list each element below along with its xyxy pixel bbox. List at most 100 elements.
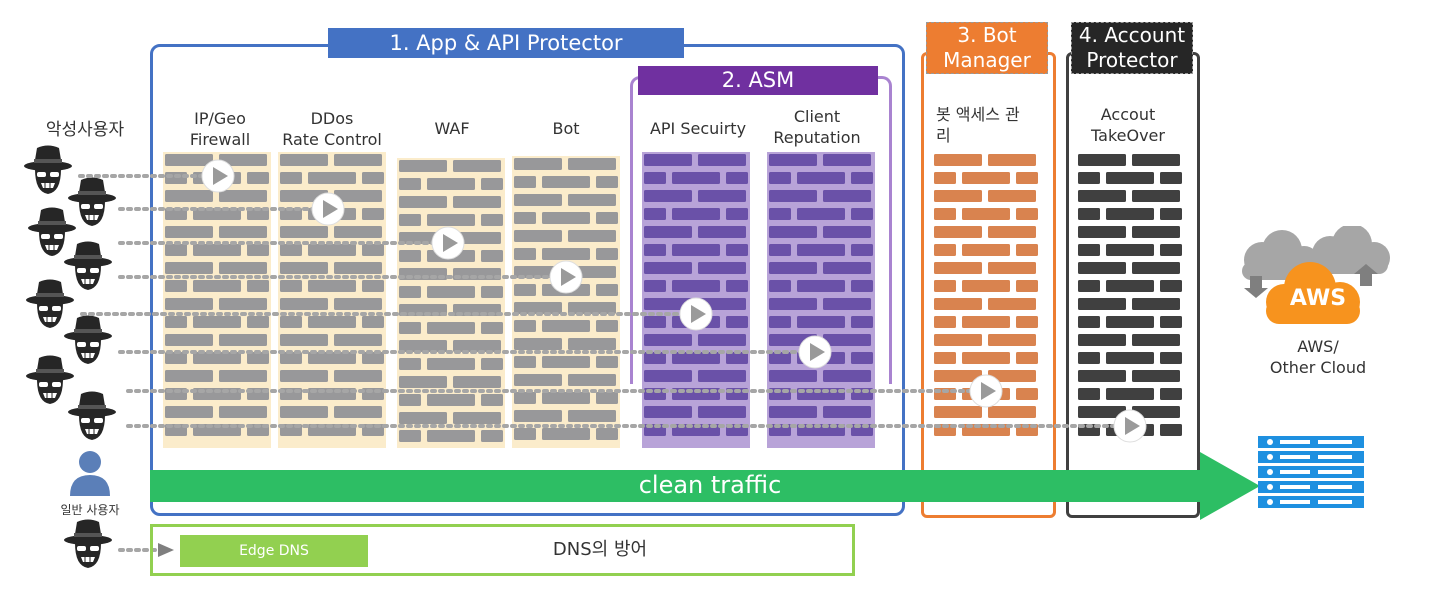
brick bbox=[399, 430, 421, 442]
brick bbox=[769, 226, 817, 238]
brick bbox=[769, 352, 791, 364]
brick bbox=[726, 316, 748, 328]
brick bbox=[247, 316, 269, 328]
brick bbox=[514, 338, 562, 350]
brick bbox=[1016, 280, 1038, 292]
brick bbox=[962, 280, 1010, 292]
brick bbox=[823, 262, 871, 274]
brick bbox=[934, 352, 956, 364]
brick bbox=[334, 298, 382, 310]
brick bbox=[823, 190, 871, 202]
brick bbox=[1106, 388, 1154, 400]
aws-caption: AWS/ Other Cloud bbox=[1269, 337, 1367, 377]
brick bbox=[934, 316, 956, 328]
brick bbox=[797, 280, 845, 292]
brick bbox=[399, 196, 447, 208]
brick bbox=[797, 244, 845, 256]
brick bbox=[596, 428, 618, 440]
brick bbox=[193, 208, 241, 220]
brick bbox=[308, 316, 356, 328]
hacker-icon bbox=[63, 315, 113, 365]
brick bbox=[934, 154, 982, 166]
brick bbox=[334, 406, 382, 418]
brick bbox=[644, 190, 692, 202]
play-icon bbox=[549, 260, 583, 294]
brick bbox=[644, 298, 692, 310]
hacker-icon bbox=[63, 241, 113, 291]
ddos-rate-control-label: DDos Rate Control bbox=[282, 109, 382, 149]
brick bbox=[334, 262, 382, 274]
brick bbox=[1132, 406, 1180, 418]
brick bbox=[644, 226, 692, 238]
brick bbox=[934, 172, 956, 184]
brick bbox=[698, 190, 746, 202]
brick bbox=[988, 190, 1036, 202]
brick bbox=[514, 230, 562, 242]
brick bbox=[1016, 316, 1038, 328]
brick bbox=[726, 208, 748, 220]
brick bbox=[481, 322, 503, 334]
brick bbox=[644, 172, 666, 184]
brick bbox=[453, 160, 501, 172]
brick bbox=[823, 154, 871, 166]
brick bbox=[1132, 226, 1180, 238]
brick bbox=[280, 172, 302, 184]
brick bbox=[362, 172, 384, 184]
brick bbox=[698, 370, 746, 382]
brick bbox=[596, 284, 618, 296]
bot-manager-title: 3. Bot Manager bbox=[926, 22, 1048, 74]
brick bbox=[1016, 208, 1038, 220]
brick bbox=[219, 154, 267, 166]
brick bbox=[362, 208, 384, 220]
brick bbox=[769, 316, 791, 328]
aws-label: AWS bbox=[1289, 286, 1347, 311]
brick bbox=[481, 430, 503, 442]
brick bbox=[851, 352, 873, 364]
brick bbox=[934, 334, 982, 346]
clean-traffic-label: clean traffic bbox=[638, 471, 782, 499]
brick bbox=[1078, 262, 1126, 274]
brick bbox=[514, 176, 536, 188]
brick bbox=[1160, 244, 1182, 256]
brick bbox=[280, 406, 328, 418]
brick bbox=[481, 358, 503, 370]
brick bbox=[1106, 172, 1154, 184]
brick bbox=[481, 394, 503, 406]
brick bbox=[453, 376, 501, 388]
brick bbox=[596, 212, 618, 224]
brick bbox=[698, 334, 746, 346]
brick bbox=[334, 334, 382, 346]
brick bbox=[644, 370, 692, 382]
brick bbox=[1106, 208, 1154, 220]
brick bbox=[823, 334, 871, 346]
brick bbox=[514, 194, 562, 206]
play-icon bbox=[679, 297, 713, 331]
brick bbox=[193, 280, 241, 292]
brick bbox=[1078, 298, 1126, 310]
brick bbox=[280, 226, 328, 238]
brick bbox=[1078, 334, 1126, 346]
brick bbox=[797, 172, 845, 184]
brick bbox=[542, 392, 590, 404]
brick bbox=[823, 298, 871, 310]
brick bbox=[644, 154, 692, 166]
brick bbox=[165, 262, 213, 274]
brick bbox=[399, 322, 421, 334]
brick bbox=[568, 194, 616, 206]
brick bbox=[280, 334, 328, 346]
brick bbox=[362, 244, 384, 256]
client-reputation-label: Client Reputation bbox=[773, 107, 861, 147]
brick bbox=[1160, 352, 1182, 364]
hacker-icon bbox=[63, 519, 113, 569]
brick bbox=[399, 412, 447, 424]
brick bbox=[280, 316, 302, 328]
brick bbox=[542, 320, 590, 332]
brick bbox=[165, 226, 213, 238]
brick bbox=[280, 280, 302, 292]
brick bbox=[568, 410, 616, 422]
brick bbox=[280, 352, 302, 364]
brick bbox=[219, 262, 267, 274]
brick bbox=[797, 208, 845, 220]
brick bbox=[851, 316, 873, 328]
brick bbox=[988, 334, 1036, 346]
